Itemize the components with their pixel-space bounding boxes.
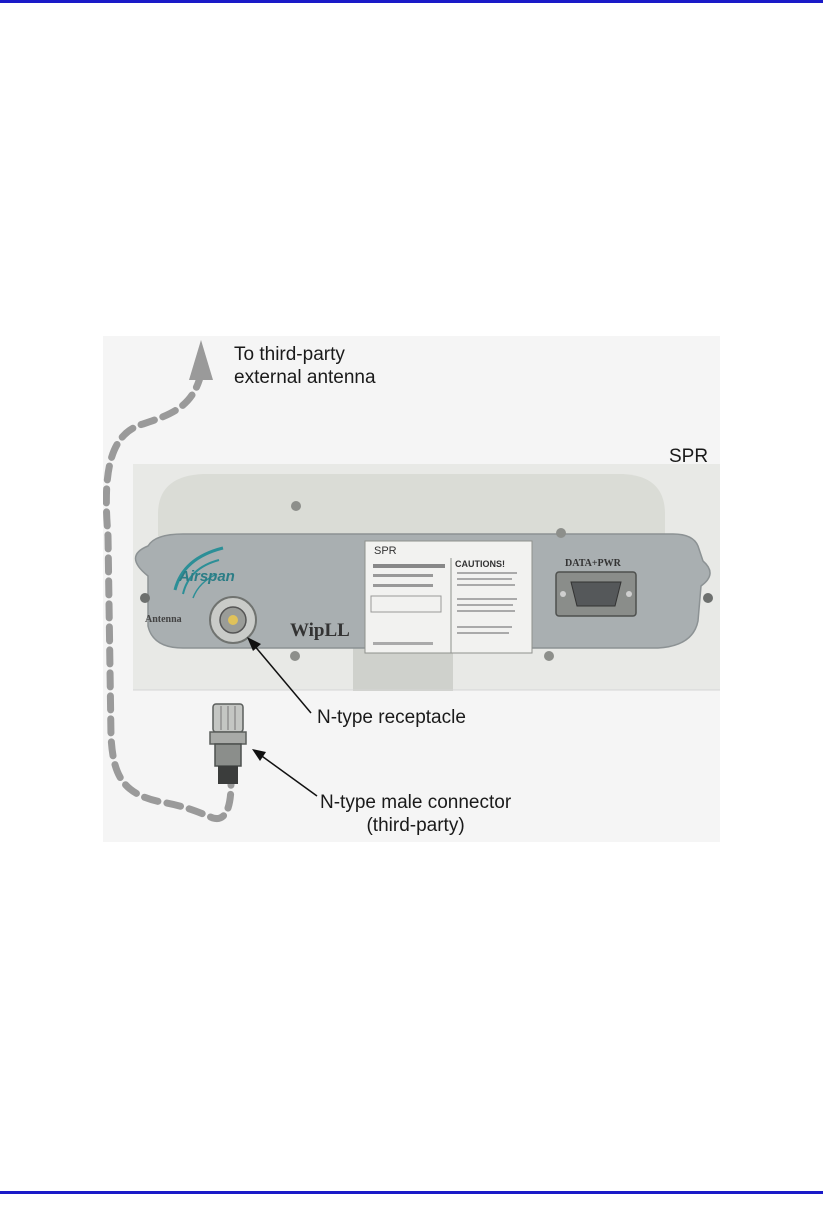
antenna-connection-figure: To third-party external antenna SPR N-ty… xyxy=(103,336,720,842)
antenna-callout: To third-party external antenna xyxy=(234,343,376,389)
top-rule xyxy=(0,0,823,3)
screw xyxy=(703,593,713,603)
male-callout-line1: N-type male connector xyxy=(320,791,511,814)
product-label xyxy=(365,541,532,653)
receptacle-callout: N-type receptacle xyxy=(317,706,466,729)
male-callout-line2: (third-party) xyxy=(320,814,511,837)
housing-top xyxy=(158,474,665,536)
male-connector-callout: N-type male connector (third-party) xyxy=(320,791,511,837)
brand-logo-text: Airspan xyxy=(179,568,235,585)
screw xyxy=(544,651,554,661)
screw xyxy=(140,593,150,603)
model-label: WipLL xyxy=(290,620,350,642)
bottom-rule xyxy=(0,1191,823,1194)
antenna-callout-line1: To third-party xyxy=(234,343,376,366)
screw xyxy=(291,501,301,511)
device-illustration xyxy=(103,336,720,842)
product-label-title: SPR xyxy=(374,545,397,557)
antenna-port-label: Antenna xyxy=(145,614,182,625)
antenna-callout-line2: external antenna xyxy=(234,366,376,389)
data-pwr-label: DATA+PWR xyxy=(565,558,621,569)
screw xyxy=(556,528,566,538)
spr-callout: SPR xyxy=(669,445,708,468)
product-label-caution: CAUTIONS! xyxy=(455,559,505,569)
screw xyxy=(290,651,300,661)
